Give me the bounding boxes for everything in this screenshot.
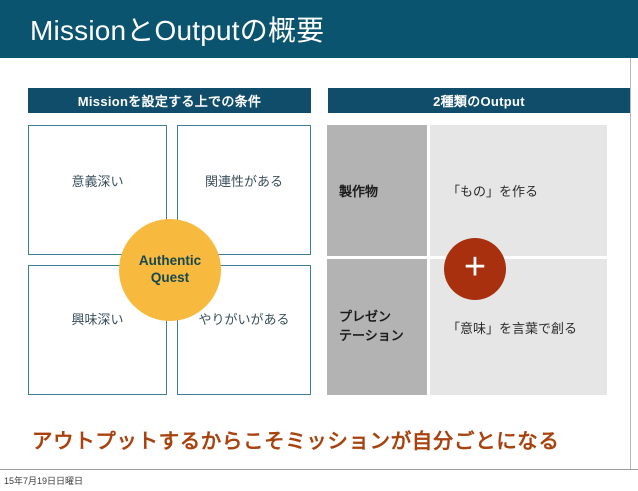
authentic-quest-line-1: Authentic [138, 253, 202, 269]
quadrant-cell-label: 意義深い [71, 173, 124, 189]
output-row-label: プレゼン テーション [327, 259, 427, 395]
left-section-header: Missionを設定する上での条件 [28, 88, 311, 113]
output-row-label-text: 製作物 [339, 184, 379, 199]
footer-divider [0, 469, 638, 470]
output-table: 製作物 「もの」を作る プレゼン テーション 「意味」を言葉で創る [327, 125, 607, 395]
left-section-header-label: Missionを設定する上での条件 [77, 94, 262, 109]
authentic-quest-badge: Authentic Quest [119, 219, 221, 321]
plus-glyph: + [463, 246, 487, 288]
quadrant-cell-label: 興味深い [71, 311, 124, 327]
output-row-label-text: プレゼン テーション [339, 308, 404, 346]
output-row-value-text: 「もの」を作る [447, 184, 539, 199]
footer-date: 15年7月19日日曜日 [4, 476, 84, 486]
output-row-label-line-1: プレゼン [339, 309, 392, 325]
output-row-value-text: 「意味」を言葉で創る [447, 320, 578, 336]
plus-icon: + [444, 238, 506, 300]
page-title: MissionとOutputの概要 [30, 15, 325, 46]
output-row-label: 製作物 [327, 125, 427, 256]
authentic-quest-line-2: Quest [150, 270, 190, 285]
quadrant-cell-top-left: 意義深い [28, 125, 167, 255]
quadrant-cell-label: やりがいがある [198, 311, 290, 327]
slide-right-edge [630, 58, 631, 469]
quadrant-cell-label: 関連性がある [204, 173, 283, 189]
right-section-header-label: 2種類のOutput [433, 94, 525, 109]
right-section-header: 2種類のOutput [328, 88, 630, 113]
output-row-value: 「もの」を作る [430, 125, 607, 256]
conclusion-text: アウトプットするからこそミッションが自分ごとになる [32, 430, 560, 453]
output-row-label-line-2: テーション [339, 328, 404, 343]
title-band: MissionとOutputの概要 [0, 0, 638, 58]
quadrant-cell-bottom-left: 興味深い [28, 265, 167, 395]
